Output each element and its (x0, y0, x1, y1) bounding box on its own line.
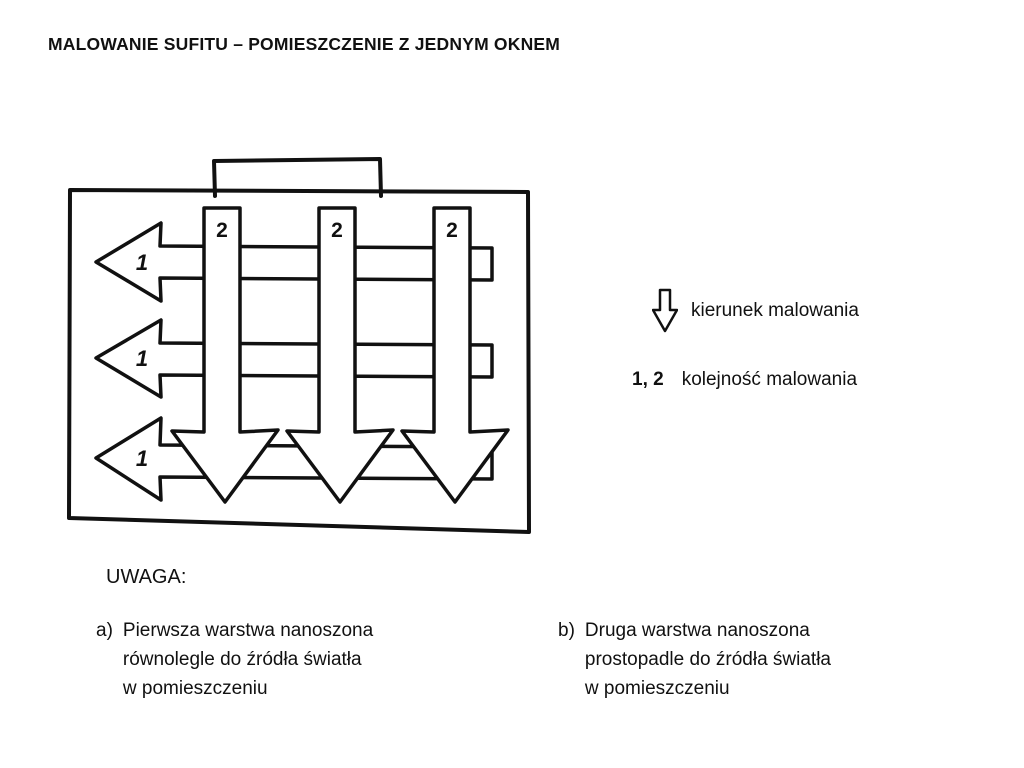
note-a-line-3: w pomieszczeniu (122, 678, 268, 699)
note-item-a: a) Pierwsza warstwa nanoszona równolegle… (96, 616, 373, 703)
second-coat-arrow-left (170, 206, 280, 504)
page-title: MALOWANIE SUFITU – POMIESZCZENIE Z JEDNY… (48, 34, 561, 54)
note-a-marker: a) (96, 620, 113, 641)
paint-direction-arrow-icon (652, 288, 678, 333)
legend-order-label: kolejność malowania (681, 369, 858, 390)
second-coat-number-left: 2 (216, 219, 228, 242)
note-a-text: Pierwsza warstwa nanoszona równolegle do… (123, 616, 373, 703)
first-coat-arrow-bottom (94, 416, 494, 502)
first-coat-number-bottom: 1 (136, 446, 148, 471)
note-b-marker: b) (558, 620, 575, 641)
first-coat-arrow-middle (94, 318, 494, 399)
note-b-text: Druga warstwa nanoszona prostopadle do ź… (585, 616, 831, 703)
window-shape (212, 157, 383, 198)
note-a-line-2: równolegle do źródła światła (122, 649, 362, 670)
room-painting-diagram: 1 1 1 2 2 2 (67, 157, 531, 534)
note-b-line-1: Druga warstwa nanoszona (584, 620, 810, 641)
second-coat-number-right: 2 (446, 219, 458, 242)
legend-direction-row: kierunek malowania (652, 288, 859, 334)
legend-direction-label: kierunek malowania (691, 300, 859, 321)
legend-order-numbers: 1, 2 (632, 369, 664, 390)
note-b-line-3: w pomieszczeniu (584, 678, 730, 699)
legend-order-row: 1, 2 kolejność malowania (632, 369, 857, 391)
note-a-line-1: Pierwsza warstwa nanoszona (122, 620, 374, 641)
second-coat-number-center: 2 (331, 219, 343, 242)
second-coat-arrow-right (400, 206, 510, 504)
note-heading: UWAGA: (106, 566, 187, 588)
first-coat-number-top: 1 (136, 250, 148, 275)
first-coat-arrow-top (94, 221, 494, 303)
second-coat-arrow-center (285, 206, 395, 504)
room-outline (67, 188, 531, 534)
first-coat-number-middle: 1 (136, 346, 148, 371)
note-b-line-2: prostopadle do źródła światła (584, 649, 831, 670)
note-item-b: b) Druga warstwa nanoszona prostopadle d… (558, 616, 831, 703)
